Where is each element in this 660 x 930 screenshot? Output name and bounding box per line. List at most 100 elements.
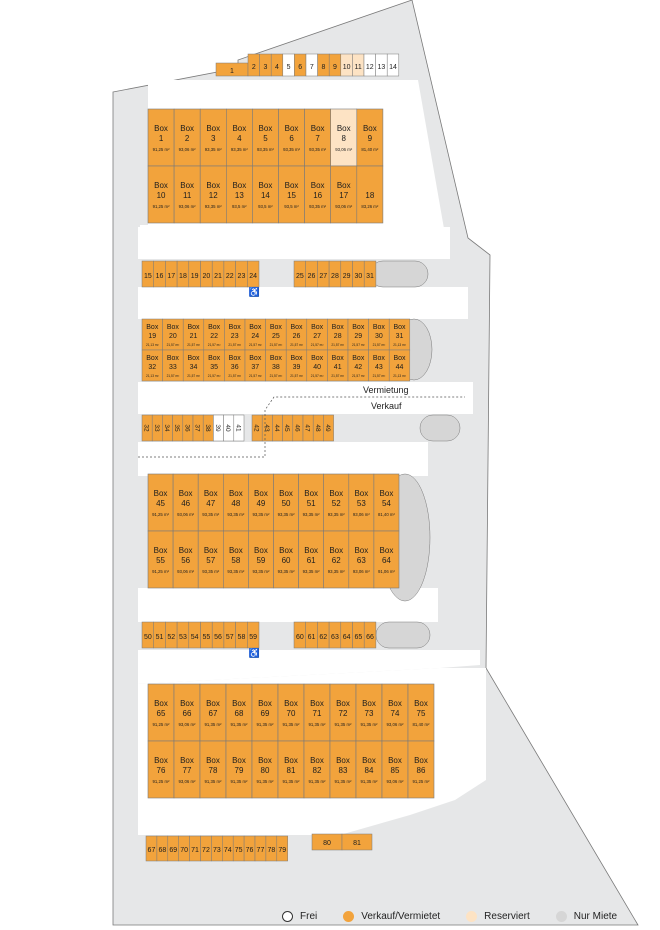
box-word-label: Box <box>373 324 386 331</box>
box-word-label: Box <box>146 355 159 362</box>
wheelchair-icon: ♿ <box>249 647 260 658</box>
box-number: 26 <box>293 333 301 340</box>
box-word-label: Box <box>208 324 221 331</box>
garage-box <box>330 165 358 224</box>
box-number: 73 <box>365 709 374 718</box>
box-number: 6 <box>289 134 294 143</box>
box-number: 75 <box>417 709 426 718</box>
parking-spot-label: 39 <box>214 424 221 432</box>
box-word-label: Box <box>311 324 324 331</box>
box-number: 53 <box>357 499 366 508</box>
box-word-label: Box <box>254 546 268 555</box>
box-number: 84 <box>365 766 374 775</box>
parking-spot-label: 62 <box>319 634 327 641</box>
box-area: 21,57 m² <box>187 343 200 347</box>
parking-spot-label: 63 <box>331 634 339 641</box>
legend-sold-label: Verkauf/Vermietet <box>361 910 441 922</box>
box-area: 91,25 m² <box>153 204 171 209</box>
box-area: 91,35 m² <box>283 779 301 784</box>
box-number: 28 <box>334 333 342 340</box>
parking-spot-label: 57 <box>226 634 234 641</box>
box-number: 39 <box>293 364 301 371</box>
box-area: 93,06 m² <box>335 147 353 152</box>
box-word-label: Box <box>304 489 318 498</box>
parking-spot-label: 17 <box>167 273 175 280</box>
label-verkauf: Verkauf <box>371 401 402 411</box>
parking-spot-label: 59 <box>249 634 257 641</box>
box-number: 2 <box>185 134 190 143</box>
box-number: 8 <box>342 134 347 143</box>
box-number: 47 <box>206 499 215 508</box>
box-word-label: Box <box>285 124 299 133</box>
box-number: 34 <box>190 364 198 371</box>
box-number: 86 <box>417 766 426 775</box>
box-number: 36 <box>231 364 239 371</box>
garage-box <box>173 108 201 167</box>
parking-spot-label: 74 <box>224 847 232 854</box>
box-area: 93,35 m² <box>303 569 321 574</box>
box-area: 21,57 m² <box>290 374 303 378</box>
garage-box <box>172 530 199 589</box>
box-word-label: Box <box>354 489 368 498</box>
box-area: 93,06 m² <box>179 722 197 727</box>
row-end-grey <box>419 414 461 442</box>
box-number: 70 <box>287 709 296 718</box>
box-number: 31 <box>396 333 404 340</box>
box-number: 74 <box>391 709 400 718</box>
box-word-label: Box <box>259 181 273 190</box>
parking-spot-label: 78 <box>267 847 275 854</box>
parking-spot-label: 42 <box>253 424 260 432</box>
garage-box <box>147 473 174 532</box>
box-number: 24 <box>251 333 259 340</box>
box-area: 93,35 m² <box>309 204 327 209</box>
box-word-label: Box <box>249 355 262 362</box>
box-area: 93,35 m² <box>227 569 245 574</box>
parking-spot <box>247 260 260 288</box>
box-number: 56 <box>181 556 190 565</box>
box-word-label: Box <box>206 756 220 765</box>
box-word-label: Box <box>154 756 168 765</box>
lane-row-e <box>138 588 438 622</box>
box-area: 21,57 m² <box>373 374 386 378</box>
box-area: 93,35 m² <box>252 569 270 574</box>
box-area: 93,06 m² <box>179 779 197 784</box>
parking-spot-label: 14 <box>389 64 397 71</box>
box-area: 21,57 m² <box>311 343 324 347</box>
box-area: 21,57 m² <box>331 374 344 378</box>
parking-spot <box>247 621 260 649</box>
box-word-label: Box <box>337 181 351 190</box>
label-vermietung: Vermietung <box>363 385 409 395</box>
box-area: 21,57 m² <box>167 343 180 347</box>
parking-spot-label: 33 <box>153 424 160 432</box>
box-area: 91,35 m² <box>335 779 353 784</box>
garage-box <box>373 473 400 532</box>
lane-row-f <box>138 650 480 684</box>
garage-box <box>278 108 305 167</box>
parking-spot-label: 52 <box>167 634 175 641</box>
box-number: 59 <box>256 556 265 565</box>
box-word-label: Box <box>362 699 376 708</box>
box-area: 93,35 m² <box>328 512 346 517</box>
parking-spot-label: 2 <box>252 64 256 71</box>
box-word-label: Box <box>284 699 298 708</box>
garage-box <box>252 165 279 224</box>
box-number: 22 <box>210 333 218 340</box>
box-word-label: Box <box>332 324 345 331</box>
parking-spot-label: 61 <box>308 634 316 641</box>
garage-box <box>356 108 384 167</box>
parking-spot <box>363 260 377 288</box>
parking-spot-label: 37 <box>194 424 201 432</box>
box-area: 91,35 m² <box>231 779 249 784</box>
box-word-label: Box <box>204 489 218 498</box>
box-number: 55 <box>156 556 165 565</box>
box-area: 93,35 m² <box>278 569 296 574</box>
box-number: 23 <box>231 333 239 340</box>
parking-spot <box>233 414 245 442</box>
box-number: 64 <box>382 556 391 565</box>
garage-box <box>278 165 305 224</box>
box-word-label: Box <box>258 756 272 765</box>
box-area: 91,25 m² <box>153 147 171 152</box>
box-word-label: Box <box>380 546 394 555</box>
box-area: 93,06 m² <box>387 722 405 727</box>
